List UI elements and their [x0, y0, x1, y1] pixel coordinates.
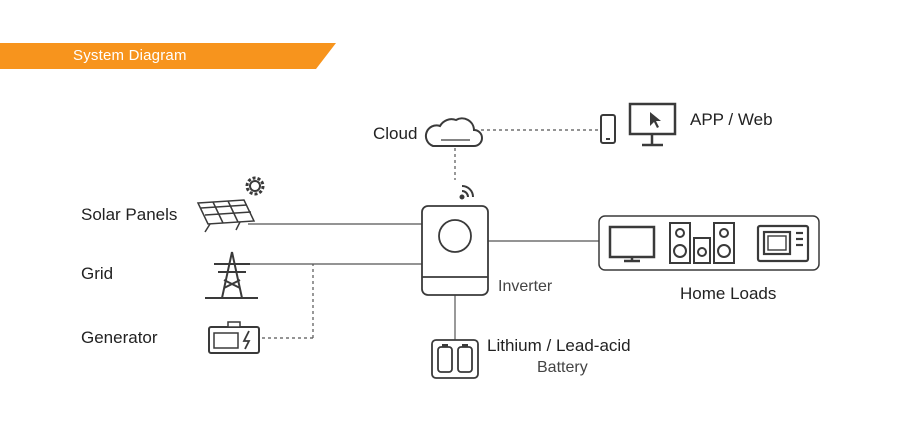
battery-icon: [431, 339, 479, 379]
page-title: System Diagram: [73, 47, 187, 64]
battery-sub-label: Battery: [537, 359, 588, 376]
app-web-label: APP / Web: [690, 110, 773, 129]
cloud-label: Cloud: [373, 124, 418, 143]
home-loads-label: Home Loads: [680, 284, 777, 303]
smartphone-icon: [600, 114, 616, 144]
monitor-icon: [628, 102, 677, 147]
grid-tower-icon: [205, 251, 258, 299]
inverter-icon: [421, 205, 489, 296]
solar-panels-label: Solar Panels: [81, 205, 178, 224]
grid-label: Grid: [81, 264, 114, 283]
inverter-label: Inverter: [498, 278, 553, 295]
generator-label: Generator: [81, 328, 158, 347]
sun-gear-icon: [245, 176, 265, 196]
tv-icon: [608, 225, 656, 263]
speakers-icon: [669, 222, 735, 264]
battery-title-label: Lithium / Lead-acid: [487, 336, 631, 355]
solar-panel-icon: [196, 199, 256, 233]
wifi-icon: [459, 185, 474, 200]
header-banner: [0, 43, 336, 69]
cloud-icon: [424, 117, 483, 147]
microwave-icon: [756, 224, 810, 263]
generator-icon: [208, 321, 260, 354]
